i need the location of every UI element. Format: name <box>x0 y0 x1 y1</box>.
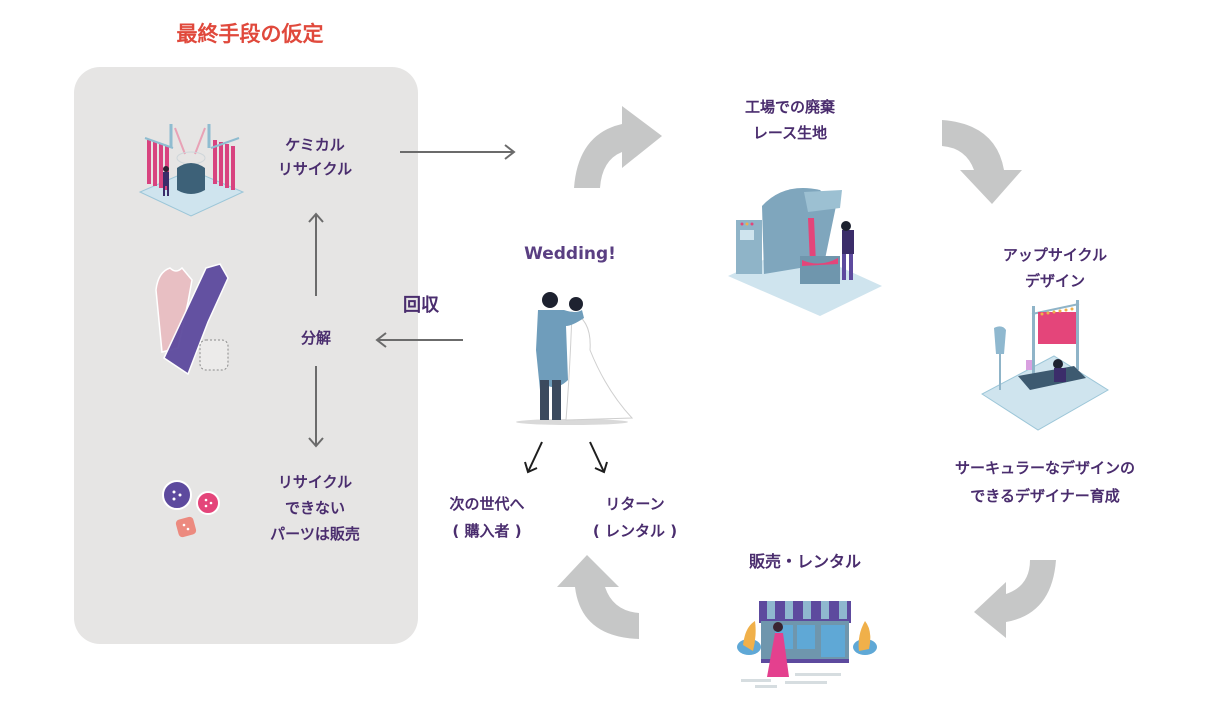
return-rental-label: リターン ( レンタル ) <box>592 495 678 540</box>
arrow-down-left-next-generation <box>524 441 543 474</box>
wedding-label: Wedding! <box>524 244 616 264</box>
buttons-illustration <box>162 480 220 538</box>
storefront-illustration <box>737 601 877 688</box>
disassembly-label: 分解 <box>300 329 331 347</box>
chemical-recycle-label: ケミカル リサイクル <box>277 136 353 178</box>
arrow-up-to-chemical-recycle <box>308 212 324 296</box>
designer-workspace-illustration <box>981 300 1109 431</box>
factory-machine-illustration <box>728 188 882 316</box>
arrow-to-cycle <box>400 144 516 160</box>
cycle-arrow-up-right <box>574 106 662 188</box>
next-generation-label: 次の世代へ ( 購入者 ) <box>449 495 525 540</box>
last-resort-panel <box>74 67 418 644</box>
wedding-couple-illustration <box>516 292 634 425</box>
cycle-arrow-down-left <box>974 560 1056 638</box>
sales-rental-label: 販売・レンタル <box>748 552 861 571</box>
collection-arrow <box>375 332 463 348</box>
factory-waste-label: 工場での廃棄 レース生地 <box>744 98 835 142</box>
arrow-down-right-return <box>589 441 608 474</box>
upcycle-design-label: アップサイクル デザイン <box>1002 246 1108 290</box>
unrecyclable-parts-label: リサイクル できない パーツは販売 <box>270 473 360 543</box>
designer-training-label: サーキュラーなデザインの できるデザイナー育成 <box>954 459 1135 505</box>
cycle-arrow-up-left <box>557 555 639 639</box>
cycle-arrow-down-right <box>942 120 1022 204</box>
chemical-recycle-illustration <box>138 124 245 217</box>
diagram-title: 最終手段の仮定 <box>176 22 324 46</box>
collection-label: 回収 <box>403 295 439 316</box>
arrow-down-to-parts <box>308 366 324 448</box>
pattern-pieces-illustration <box>155 263 229 376</box>
